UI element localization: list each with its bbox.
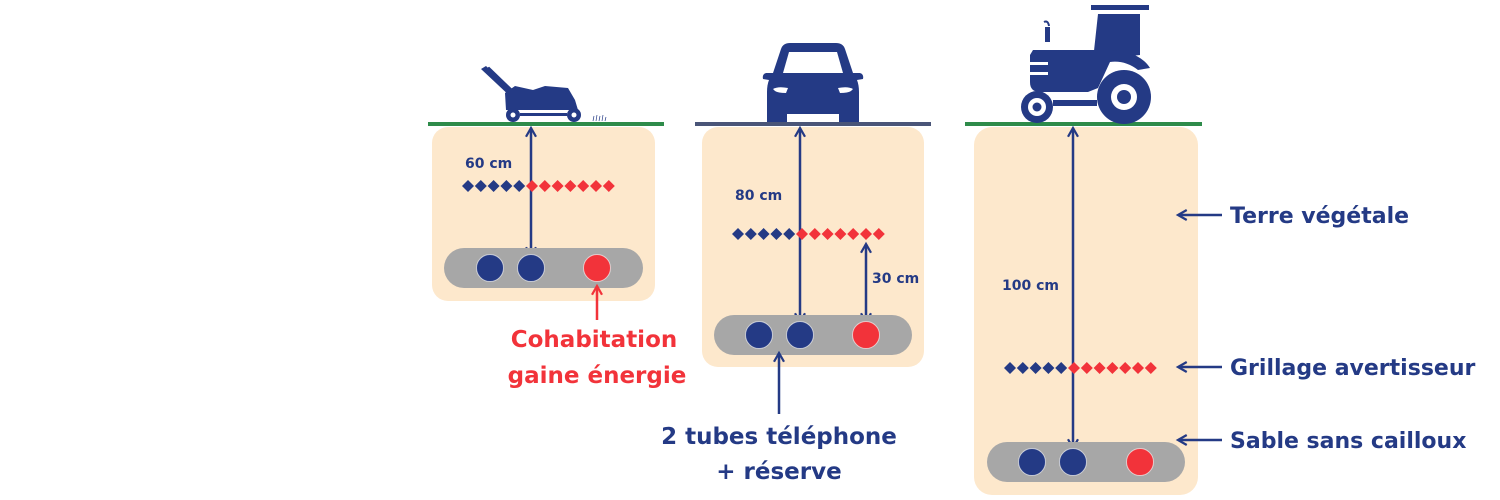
mesh-diamond-red (796, 228, 808, 240)
conduits (1018, 448, 1154, 476)
mesh-diamond-blue (500, 180, 513, 192)
mesh-diamond-red (1119, 362, 1132, 374)
mesh-diamond-blue (783, 228, 796, 240)
mesh-diamond-red (602, 180, 615, 192)
scenario-road: 80 cm 30 cm (695, 43, 931, 367)
legend: Terre végétale Grillage avertisseur Sabl… (1175, 204, 1475, 454)
mesh-diamond-blue (770, 228, 783, 240)
legend-sand: Sable sans cailloux (1230, 429, 1466, 454)
soil-block (974, 127, 1198, 495)
telephone-conduit (517, 254, 545, 282)
legend-topsoil: Terre végétale (1230, 204, 1409, 229)
energy-conduit (583, 254, 611, 282)
conduits (745, 321, 880, 349)
mesh-diamond-red (590, 180, 602, 192)
ground-line-grass (428, 122, 664, 126)
lawn-mower-icon (481, 66, 607, 122)
scenario-field: 100 cm (965, 5, 1202, 495)
mesh-diamond-red (1106, 362, 1119, 374)
telephone-conduit (1018, 448, 1046, 476)
ground-line-road (695, 122, 931, 126)
mesh-diamond-red (872, 228, 885, 240)
depth-label: 60 cm (465, 156, 512, 172)
mesh-diamond-blue (757, 228, 770, 240)
energy-callout-line2: gaine énergie (508, 363, 687, 389)
mesh-diamond-blue (1016, 362, 1029, 374)
mesh-diamond-red (1132, 362, 1144, 374)
energy-callout-line1: Cohabitation (511, 327, 678, 353)
mesh-diamond-red (1068, 362, 1080, 374)
mesh-diamond-blue (1029, 362, 1042, 374)
warning-mesh (732, 228, 885, 240)
mesh-diamond-red (526, 180, 538, 192)
telephone-conduit (786, 321, 814, 349)
warning-mesh (1004, 362, 1157, 374)
telephone-conduit (745, 321, 773, 349)
ground-line-grass (965, 122, 1202, 126)
scenario-garden: 60 cm (428, 66, 664, 301)
mesh-diamond-red (1093, 362, 1106, 374)
telephone-conduit (1059, 448, 1087, 476)
mesh-diamond-blue (487, 180, 500, 192)
mesh-diamond-red (577, 180, 590, 192)
mesh-diamond-red (538, 180, 551, 192)
mesh-diamond-red (564, 180, 577, 192)
mesh-diamond-blue (462, 180, 474, 192)
telephone-conduit (476, 254, 504, 282)
mesh-diamond-red (821, 228, 834, 240)
mesh-diamond-red (1080, 362, 1093, 374)
warning-mesh (462, 180, 615, 192)
mesh-diamond-blue (1055, 362, 1068, 374)
depth-label: 80 cm (735, 188, 782, 204)
mesh-diamond-red (860, 228, 872, 240)
tractor-icon (1021, 5, 1151, 124)
telephone-callout-line1: 2 tubes téléphone (661, 424, 897, 450)
mesh-diamond-blue (1042, 362, 1055, 374)
conduits (476, 254, 611, 282)
mesh-diamond-blue (1004, 362, 1016, 374)
mesh-gap-label: 30 cm (872, 271, 919, 287)
legend-warning-mesh: Grillage avertisseur (1230, 356, 1475, 381)
mesh-diamond-red (847, 228, 860, 240)
mesh-diamond-red (808, 228, 821, 240)
mesh-diamond-red (1144, 362, 1157, 374)
energy-conduit (1126, 448, 1154, 476)
mesh-diamond-blue (744, 228, 757, 240)
car-icon (762, 43, 864, 122)
telephone-callout-line2: + réserve (716, 459, 841, 485)
mesh-diamond-red (551, 180, 564, 192)
mesh-diamond-blue (732, 228, 744, 240)
mesh-diamond-blue (474, 180, 487, 192)
mesh-diamond-red (834, 228, 847, 240)
energy-conduit (852, 321, 880, 349)
mesh-diamond-blue (513, 180, 526, 192)
depth-label: 100 cm (1002, 278, 1059, 294)
